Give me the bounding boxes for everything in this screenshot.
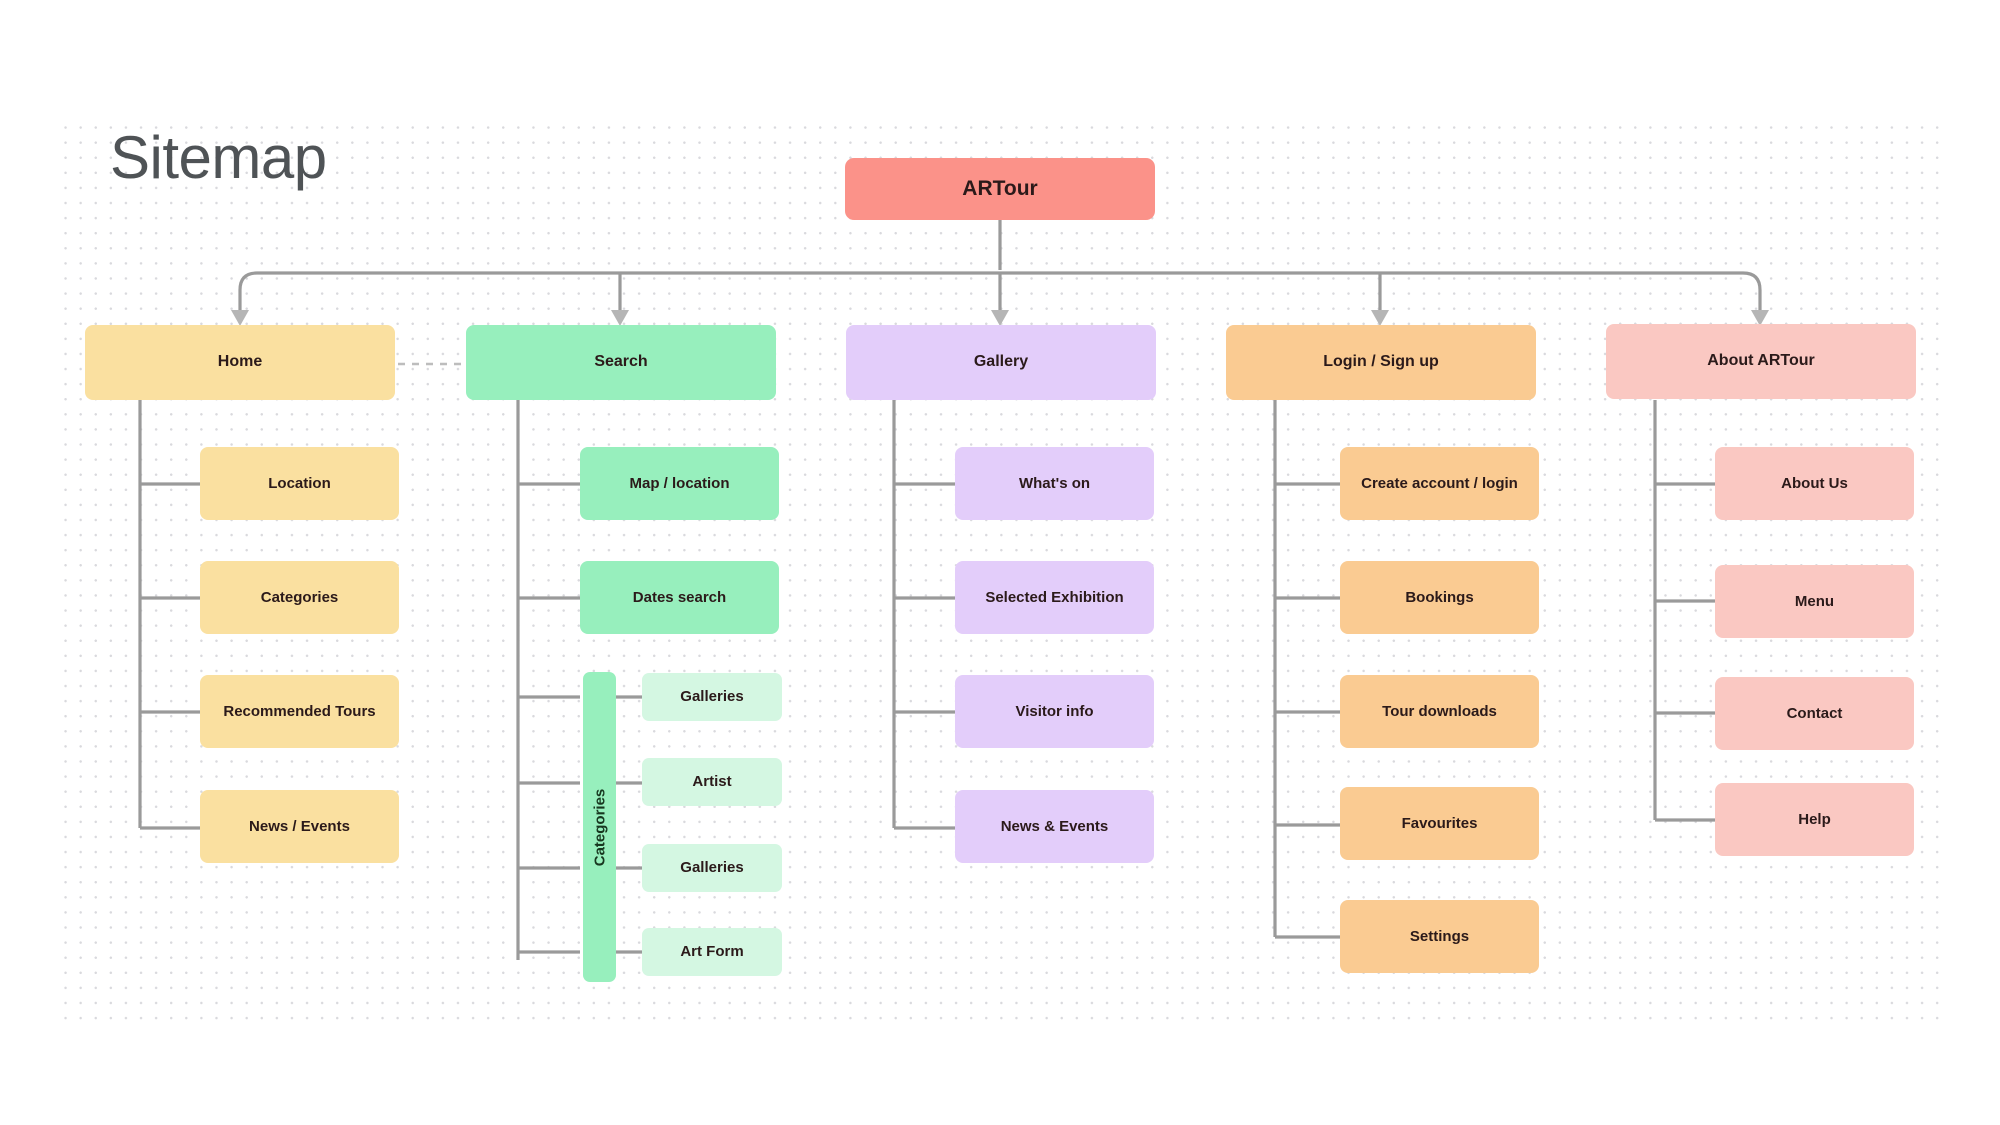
node-gallery-visitor-info[interactable]: Visitor info <box>955 675 1154 748</box>
node-home-recommended-tours[interactable]: Recommended Tours <box>200 675 399 748</box>
node-gallery-news-events[interactable]: News & Events <box>955 790 1154 863</box>
node-search-map-location-label: Map / location <box>629 474 730 492</box>
node-about-help-label: Help <box>1798 810 1831 828</box>
arrowhead-home <box>231 310 249 326</box>
node-login-create-account[interactable]: Create account / login <box>1340 447 1539 520</box>
node-login-settings[interactable]: Settings <box>1340 900 1539 973</box>
wire-root-bus <box>238 271 1762 318</box>
node-about-menu[interactable]: Menu <box>1715 565 1914 638</box>
node-category-galleries-1[interactable]: Galleries <box>642 673 782 721</box>
node-login-bookings[interactable]: Bookings <box>1340 561 1539 634</box>
node-home-news-events-label: News / Events <box>249 817 350 835</box>
node-home-location[interactable]: Location <box>200 447 399 520</box>
node-search-dates-search[interactable]: Dates search <box>580 561 779 634</box>
node-login-tour-downloads-label: Tour downloads <box>1382 702 1497 720</box>
node-home-categories[interactable]: Categories <box>200 561 399 634</box>
group-bar-categories-label: Categories <box>591 788 608 866</box>
node-category-art-form[interactable]: Art Form <box>642 928 782 976</box>
node-login-label: Login / Sign up <box>1323 353 1439 371</box>
node-search[interactable]: Search <box>466 325 776 400</box>
node-home-label: Home <box>217 353 263 371</box>
node-root-label: ARTour <box>962 176 1038 200</box>
node-home-recommended-tours-label: Recommended Tours <box>223 702 376 720</box>
node-login-bookings-label: Bookings <box>1405 588 1474 606</box>
node-gallery-whats-on[interactable]: What's on <box>955 447 1154 520</box>
node-search-map-location[interactable]: Map / location <box>580 447 779 520</box>
group-bar-categories[interactable]: Categories <box>583 672 616 982</box>
node-about-contact[interactable]: Contact <box>1715 677 1914 750</box>
arrowhead-login <box>1371 310 1389 326</box>
arrowhead-search <box>611 310 629 326</box>
node-category-galleries-2-label: Galleries <box>680 859 744 877</box>
node-category-art-form-label: Art Form <box>680 943 744 961</box>
wire-arrowheads <box>231 310 1769 326</box>
node-login-favourites[interactable]: Favourites <box>1340 787 1539 860</box>
node-home-location-label: Location <box>268 474 331 492</box>
node-login-favourites-label: Favourites <box>1401 814 1478 832</box>
node-home-categories-label: Categories <box>260 588 339 606</box>
node-login-tour-downloads[interactable]: Tour downloads <box>1340 675 1539 748</box>
node-search-dates-search-label: Dates search <box>632 588 727 606</box>
node-about-about-us[interactable]: About Us <box>1715 447 1914 520</box>
node-gallery-news-events-label: News & Events <box>1000 817 1109 835</box>
arrowhead-gallery <box>991 310 1009 326</box>
node-root[interactable]: ARTour <box>845 158 1155 220</box>
node-home[interactable]: Home <box>85 325 395 400</box>
node-about-menu-label: Menu <box>1794 592 1835 610</box>
node-gallery-label: Gallery <box>973 353 1029 371</box>
node-category-artist-label: Artist <box>692 773 732 791</box>
node-category-galleries-2[interactable]: Galleries <box>642 844 782 892</box>
node-login-create-account-label: Create account / login <box>1361 474 1518 492</box>
node-gallery-whats-on-label: What's on <box>1018 474 1091 492</box>
node-login-settings-label: Settings <box>1409 927 1470 945</box>
node-gallery-selected-exhibition[interactable]: Selected Exhibition <box>955 561 1154 634</box>
node-category-galleries-1-label: Galleries <box>680 688 744 706</box>
node-about-about-us-label: About Us <box>1781 474 1848 492</box>
node-category-artist[interactable]: Artist <box>642 758 782 806</box>
node-about-help[interactable]: Help <box>1715 783 1914 856</box>
node-about[interactable]: About ARTour <box>1606 324 1916 399</box>
node-gallery[interactable]: Gallery <box>846 325 1156 400</box>
node-about-contact-label: Contact <box>1786 704 1843 722</box>
node-gallery-visitor-info-label: Visitor info <box>1015 702 1094 720</box>
node-search-label: Search <box>594 353 648 371</box>
node-home-news-events[interactable]: News / Events <box>200 790 399 863</box>
node-login[interactable]: Login / Sign up <box>1226 325 1536 400</box>
page-title: Sitemap <box>110 124 327 191</box>
node-gallery-selected-exhibition-label: Selected Exhibition <box>985 588 1124 606</box>
node-about-label: About ARTour <box>1707 352 1815 370</box>
